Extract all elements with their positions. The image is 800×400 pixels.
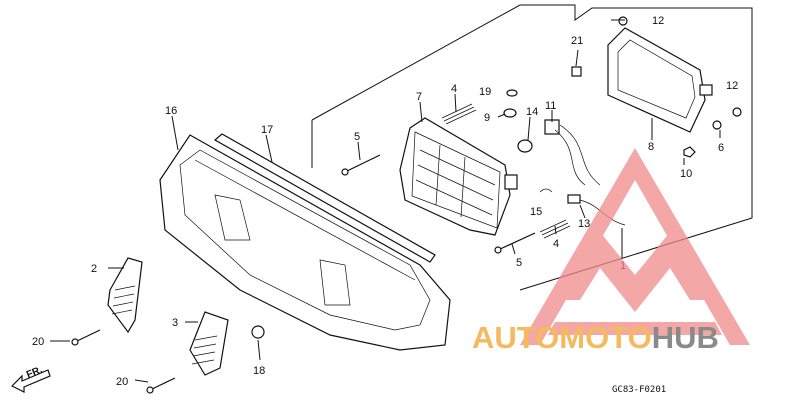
callout-4a: 4 — [451, 83, 457, 95]
callout-13: 13 — [578, 218, 590, 230]
headlight-case — [159, 134, 451, 351]
callout-15: 15 — [530, 206, 542, 218]
callout-6: 6 — [718, 142, 724, 154]
callout-18: 18 — [253, 365, 265, 377]
side-vent-grilles — [107, 257, 229, 376]
callout-21: 21 — [571, 35, 583, 47]
callout-20a: 20 — [32, 336, 44, 348]
callout-12b: 12 — [726, 80, 738, 92]
watermark-text-part2: HUB — [652, 320, 719, 355]
callout-3: 3 — [172, 317, 178, 329]
diagram-code: GC83-F0201 — [612, 385, 666, 395]
watermark-logo-icon — [520, 148, 750, 345]
callout-16: 16 — [165, 105, 177, 117]
callout-14: 14 — [526, 106, 538, 118]
trim-strip — [213, 133, 436, 263]
screws-and-fasteners — [71, 16, 742, 394]
headlight-unit — [399, 117, 518, 236]
callout-17: 17 — [261, 124, 273, 136]
callout-20b: 20 — [116, 376, 128, 388]
callout-labels: 1 2 3 4 4 5 5 6 7 8 9 10 11 12 12 13 14 … — [32, 15, 738, 388]
callout-19: 19 — [479, 86, 491, 98]
callout-5b: 5 — [516, 257, 522, 269]
callout-10: 10 — [680, 168, 692, 180]
watermark-text-part1: AUTOMOTO — [472, 320, 652, 355]
leader-lines — [50, 19, 721, 383]
callout-12a: 12 — [652, 15, 664, 27]
headlight-bracket — [607, 27, 713, 133]
callout-9: 9 — [484, 112, 490, 124]
callout-4b: 4 — [553, 238, 559, 250]
callout-5a: 5 — [354, 131, 360, 143]
callout-8: 8 — [648, 141, 654, 153]
front-direction-arrow: FR. — [10, 364, 51, 393]
watermark-text: AUTOMOTOHUB — [472, 320, 719, 355]
callout-11: 11 — [545, 100, 556, 112]
headlight-assembly-frame — [311, 4, 753, 291]
callout-7: 7 — [416, 91, 422, 103]
callout-2: 2 — [91, 263, 97, 275]
